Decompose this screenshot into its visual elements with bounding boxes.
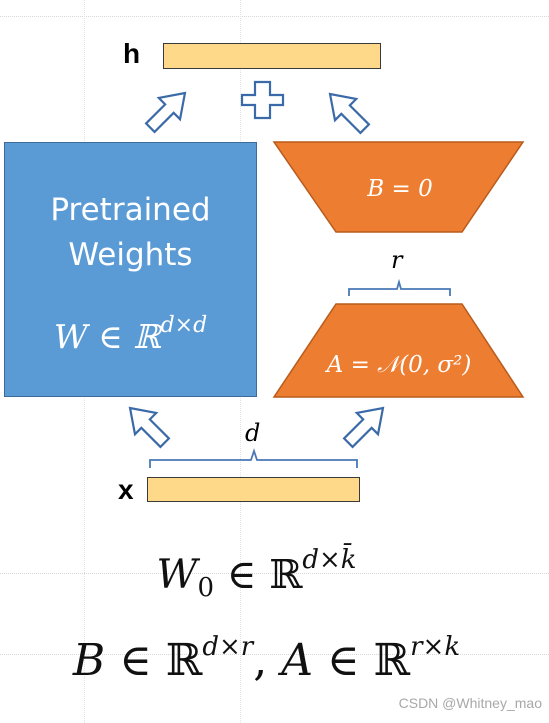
matrix-b-label: B = 0	[367, 176, 433, 202]
a-symbol: A	[281, 635, 313, 686]
input-label: x	[118, 474, 134, 505]
watermark: CSDN @Whitney_mao	[398, 695, 542, 711]
output-label: h	[123, 38, 141, 69]
diagram-shapes	[128, 80, 525, 468]
arrow-up-right-icon	[342, 406, 385, 449]
pretrained-title-line1: Pretrained	[50, 192, 211, 228]
dim-brace	[149, 448, 358, 468]
w0-superscript: d×k̄	[302, 545, 357, 575]
ba-dimension-formula: B ∈ ℝd×r, A ∈ ℝr×k	[0, 632, 541, 686]
grid-line	[0, 654, 549, 655]
weights-formula-base: W ∈ ℝ	[53, 317, 161, 356]
w0-subscript: 0	[197, 573, 215, 603]
grid-line	[0, 16, 549, 17]
pretrained-weights-box: Pretrained Weights W ∈ ℝd×d	[4, 142, 257, 397]
a-relation: ∈ ℝ	[313, 635, 411, 686]
matrix-a-label: A = 𝒩(0, σ²)	[326, 352, 472, 378]
arrow-up-left-icon	[128, 406, 171, 449]
grid-line	[0, 573, 549, 574]
input-vector-bar	[147, 477, 360, 502]
w0-dimension-formula: W0 ∈ ℝd×k̄	[0, 545, 531, 603]
pretrained-weights-formula: W ∈ ℝd×d	[5, 313, 256, 356]
formula-separator: ,	[253, 635, 282, 686]
b-relation: ∈ ℝ	[105, 635, 203, 686]
matrix-b-trapezoid	[272, 141, 525, 233]
arrow-up-right-icon	[144, 91, 187, 134]
plus-icon	[240, 80, 285, 120]
w0-relation: ∈ ℝ	[214, 552, 303, 598]
pretrained-weights-title: Pretrained Weights	[5, 188, 256, 278]
b-symbol: B	[72, 635, 106, 686]
weights-formula-sup: d×d	[160, 313, 208, 338]
a-superscript: r×k	[410, 632, 461, 662]
matrix-a-trapezoid	[272, 303, 525, 398]
output-vector-bar	[163, 43, 381, 69]
arrow-up-left-icon	[328, 92, 371, 135]
rank-label: r	[391, 246, 403, 274]
lora-diagram: h Pretrained Weights W ∈ ℝd×d	[4, 38, 525, 505]
pretrained-title-line2: Weights	[68, 237, 193, 273]
dim-label: d	[245, 419, 261, 447]
w0-symbol: W	[156, 552, 198, 598]
b-superscript: d×r	[202, 632, 254, 662]
rank-brace	[348, 278, 451, 296]
